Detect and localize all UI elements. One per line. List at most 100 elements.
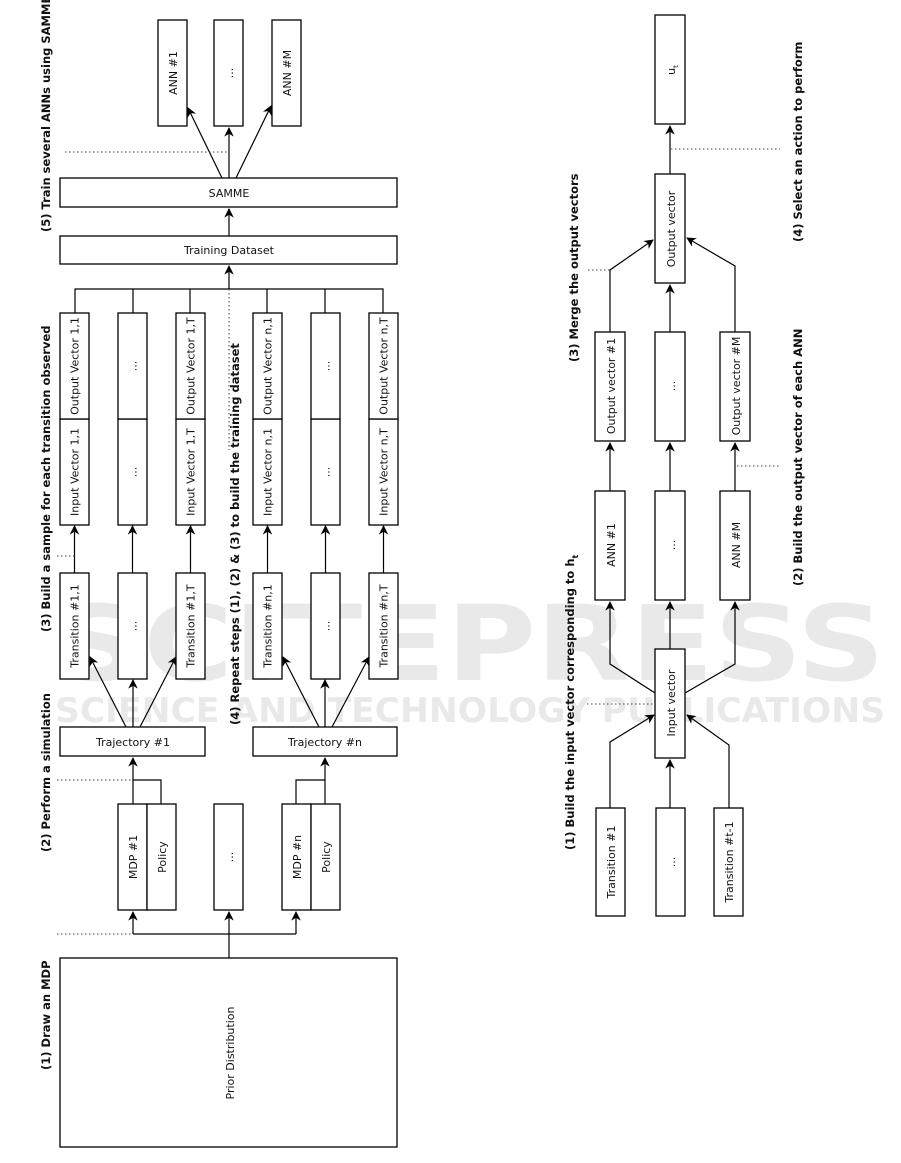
edge-traj1-t1T <box>139 656 177 728</box>
edge-out1-merged <box>609 239 654 332</box>
edge-mdp1-policy1 <box>132 779 162 804</box>
left-input-vector-box <box>252 418 283 526</box>
right-step-3-label: (3) Merge the output vectors <box>567 173 581 362</box>
left-transition-box <box>368 572 399 680</box>
left-input-vector-label: Input Vector n,1 <box>262 428 275 516</box>
right-ann-dots-box <box>654 490 686 601</box>
trajectory-n-label: Trajectory #n <box>287 736 362 749</box>
left-output-vector-box <box>175 312 206 420</box>
output-vector-dots-box <box>654 331 686 442</box>
right-ann-M-label: ANN #M <box>730 522 743 568</box>
input-vector-label: Input vector <box>665 669 678 736</box>
watermark-line2: SCIENCE AND TECHNOLOGY PUBLICATIONS <box>55 691 885 731</box>
left-output-vector-label: Output Vector 1,T <box>185 317 198 415</box>
right-diagram: (1) Build the input vector corresponding… <box>563 14 805 917</box>
mdp-n-label: MDP #n <box>291 835 304 879</box>
left-transition-box <box>175 572 206 680</box>
edge-trajn-tn1 <box>282 656 320 728</box>
left-transition-label: Transition #n,1 <box>262 584 275 668</box>
edge-traj1-t11 <box>89 656 127 728</box>
left-input-vector-label: Input Vector 1,T <box>185 428 198 516</box>
left-output-vector-box <box>252 312 283 420</box>
policy-n-box <box>310 803 341 911</box>
action-subscript: t <box>672 65 680 68</box>
right-step-1-subscript: t <box>571 554 580 558</box>
left-ann-1-box <box>157 19 188 127</box>
step-5-label: (5) Train several ANNs using SAMME <box>39 0 53 232</box>
left-input-vector-label: Input Vector n,T <box>378 428 391 516</box>
left-input-vector-label: ... <box>127 467 140 478</box>
left-output-vector-label: ... <box>320 361 333 372</box>
left-transition-label: ... <box>320 621 333 632</box>
output-vector-1-label: Output vector #1 <box>605 338 618 434</box>
edge-t1-input <box>609 714 655 808</box>
left-output-vector-label: Output Vector 1,1 <box>69 317 82 415</box>
right-step-4-label: (4) Select an action to perform <box>791 42 805 242</box>
edge-samme-ann1 <box>187 107 223 179</box>
mdp-n-box <box>281 803 312 911</box>
left-transition-box <box>59 572 90 680</box>
left-output-vector-box <box>310 312 341 420</box>
mdp-dots-label: ... <box>223 852 236 863</box>
left-output-vector-label: ... <box>127 361 140 372</box>
policy-n-label: Policy <box>320 841 333 873</box>
left-transition-box <box>117 572 148 680</box>
left-ann-dots-label: ... <box>223 68 236 79</box>
left-transition-label: ... <box>127 621 140 632</box>
right-transition-t-1-label: Transition #t-1 <box>723 821 736 903</box>
right-ann-dots-label: ... <box>665 540 678 551</box>
output-vector-M-box <box>719 331 751 442</box>
left-ann-1-label: ANN #1 <box>167 51 180 95</box>
samme-box <box>59 177 398 208</box>
edge-samme-annM <box>235 105 272 179</box>
edge-input-ann1 <box>605 601 656 694</box>
output-vector-M-label: Output vector #M <box>730 337 743 436</box>
right-transition-t-1-box <box>713 807 744 917</box>
step-3-label: (3) Build a sample for each transition o… <box>39 326 53 632</box>
left-transition-label: Transition #1,T <box>185 584 198 668</box>
action-symbol: u <box>665 68 678 75</box>
step-1-label: (1) Draw an MDP <box>39 961 53 1071</box>
mdp-1-label: MDP #1 <box>127 835 140 879</box>
left-transition-label: Transition #1,1 <box>69 584 82 668</box>
right-transition-dots-label: ... <box>665 857 678 868</box>
step-2-label: (2) Perform a simulation <box>39 693 53 852</box>
right-transition-1-label: Transition #1 <box>605 826 618 900</box>
left-output-vector-box <box>117 312 148 420</box>
mdp-1-box <box>117 803 148 911</box>
right-step-1-text: (1) Build the input vector corresponding… <box>563 558 577 850</box>
left-ann-M-label: ANN #M <box>281 50 294 96</box>
trajectory-1-box <box>59 726 206 757</box>
left-input-vector-box <box>117 418 148 526</box>
prior-distribution-label: Prior Distribution <box>224 1007 237 1100</box>
left-input-vector-box <box>59 418 90 526</box>
left-output-vector-label: Output Vector n,1 <box>262 317 275 415</box>
right-step-2-label: (2) Build the output vector of each ANN <box>791 329 805 586</box>
policy-1-label: Policy <box>156 841 169 873</box>
left-transition-box <box>252 572 283 680</box>
edge-mdpn-policyn <box>295 779 326 804</box>
merged-output-vector-label: Output vector <box>665 190 678 267</box>
left-transition-label: Transition #n,T <box>378 584 391 668</box>
edge-trajn-tnT <box>331 656 370 728</box>
left-output-vector-label: Output Vector n,T <box>378 317 391 415</box>
right-transition-dots-box <box>655 807 686 917</box>
left-input-vector-label: ... <box>320 467 333 478</box>
step-4-label: (4) Repeat steps (1), (2) & (3) to build… <box>228 343 242 725</box>
edge-input-annM <box>684 601 740 694</box>
left-input-vector-box <box>368 418 399 526</box>
edge-outputs-drops <box>132 289 326 313</box>
training-dataset-label: Training Dataset <box>183 244 275 257</box>
right-ann-1-label: ANN #1 <box>605 523 618 567</box>
action-label: ut <box>665 65 680 75</box>
mdp-dots-box <box>213 803 244 911</box>
right-ann-M-box <box>719 490 751 601</box>
left-diagram: (1) Draw an MDP (2) Perform a simulation… <box>39 0 399 1148</box>
left-ann-M-box <box>271 19 302 127</box>
trajectory-n-box <box>252 726 398 757</box>
edge-outM-merged <box>686 237 736 332</box>
left-input-vector-label: Input Vector 1,1 <box>69 428 82 516</box>
left-input-vector-box <box>175 418 206 526</box>
input-vector-box <box>654 648 686 759</box>
